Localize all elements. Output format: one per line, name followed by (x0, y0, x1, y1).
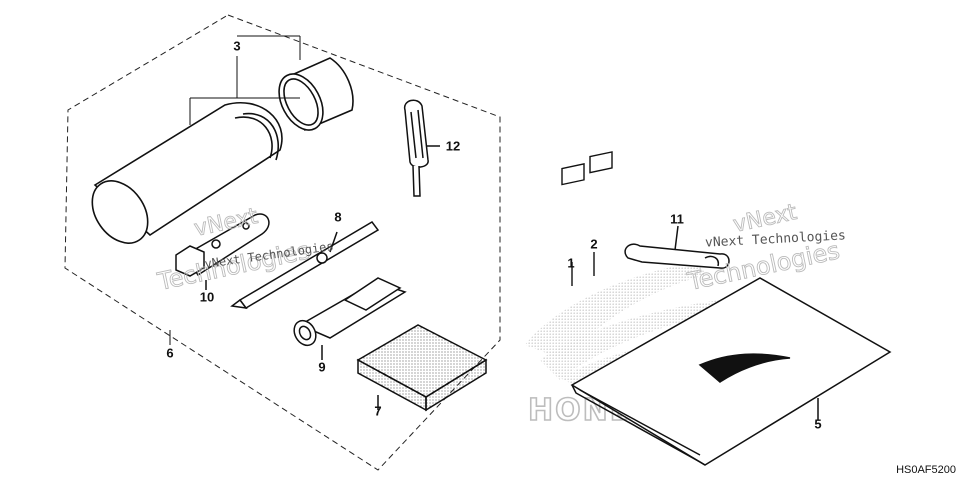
callout-11: 11 (670, 211, 684, 227)
manual-bag (570, 277, 892, 466)
callout-3: 3 (233, 38, 241, 54)
callout-5: 5 (814, 416, 822, 432)
open-wrench (624, 225, 730, 269)
callout-7: 7 (374, 403, 382, 419)
socket-wrench (293, 277, 407, 360)
diagram-code: HS0AF5200 (896, 464, 956, 476)
callout-8: 8 (334, 209, 342, 225)
sponge-pad (356, 324, 488, 412)
screwdriver-shaft (230, 221, 380, 309)
fuse-1 (561, 163, 585, 286)
tool-case-body (91, 102, 283, 244)
callout-10: 10 (199, 289, 215, 305)
callout-2: 2 (590, 236, 598, 252)
callout-12: 12 (445, 138, 461, 154)
fuse-2 (589, 151, 613, 276)
screwdriver-handle (403, 99, 440, 197)
spark-plug-wrench (175, 213, 270, 290)
callout-3-bracket (189, 35, 301, 125)
callout-6: 6 (166, 345, 174, 361)
callout-1: 1 (567, 255, 575, 271)
kit-boundary (64, 14, 501, 471)
tool-case-cap (278, 57, 354, 132)
callout-9: 9 (318, 359, 326, 375)
